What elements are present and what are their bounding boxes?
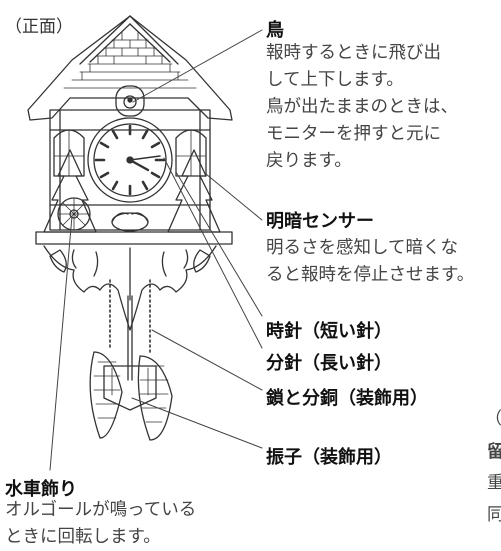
- water-wheel-title: 水車飾り: [5, 479, 77, 500]
- bird-title: 鳥: [266, 20, 284, 41]
- edge-fragment-2: 留: [487, 442, 501, 462]
- hour-hand: [128, 158, 150, 172]
- bird: [123, 95, 137, 109]
- weight-right: [137, 355, 173, 441]
- edge-fragment-1: （: [485, 409, 501, 429]
- chain-weights-label: 鎖と分銅（装飾用）: [266, 388, 428, 409]
- hour-hand-label: 時針（短い針）: [266, 321, 392, 342]
- light-sensor-title: 明暗センサー: [266, 211, 374, 232]
- leaves: [43, 245, 217, 331]
- house-body: [49, 109, 211, 231]
- bird-door: [115, 85, 145, 117]
- light-sensor-description: 明るさを感知して暗くな ると報時を停止させます。: [266, 238, 475, 285]
- weight-left: [89, 351, 123, 439]
- base-shelf: [35, 231, 233, 245]
- clock-face: [87, 117, 173, 203]
- edge-fragment-4: 同: [487, 505, 501, 525]
- edge-fragment-3: 重: [487, 473, 501, 493]
- tree-left: [43, 149, 97, 233]
- pendulum-rod: [127, 295, 133, 381]
- water-wheel-description: オルゴールが鳴っている ときに回転します。: [5, 500, 197, 547]
- minute-hand: [129, 155, 161, 161]
- minute-hand-label: 分針（長い針）: [266, 353, 392, 374]
- view-label: （正面）: [5, 17, 73, 37]
- bird-description: 報時するときに飛び出 して上下します。 鳥が出たままのときは、 モニターを押すと…: [266, 43, 458, 171]
- pendulum-label: 振子（装飾用）: [266, 447, 392, 468]
- tree-right: [167, 149, 221, 233]
